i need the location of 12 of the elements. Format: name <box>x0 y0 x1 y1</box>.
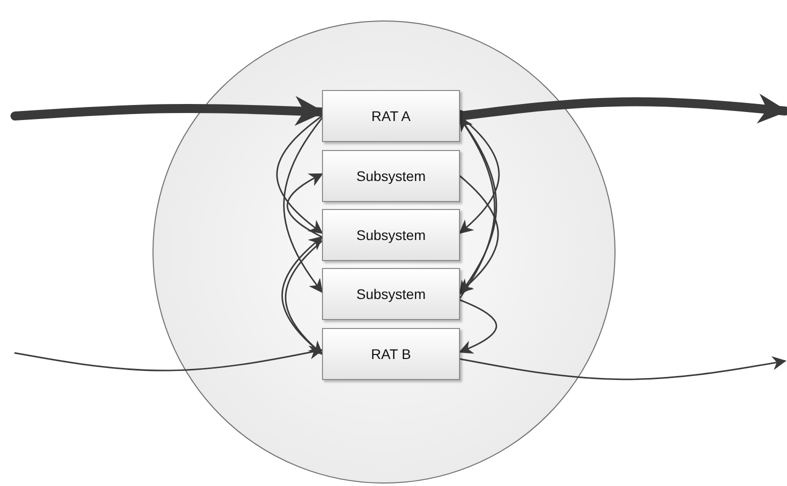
process-box: RAT B <box>322 328 460 380</box>
process-box: Subsystem <box>322 268 460 320</box>
arrow <box>14 346 324 372</box>
process-box: Subsystem <box>322 150 460 202</box>
process-box: RAT A <box>322 90 460 142</box>
arrow <box>276 115 324 234</box>
arrow <box>459 356 786 380</box>
arrow <box>458 299 498 354</box>
arrow <box>286 173 324 238</box>
process-box: Subsystem <box>322 209 460 261</box>
arrow <box>283 117 323 294</box>
arrow <box>458 175 499 293</box>
